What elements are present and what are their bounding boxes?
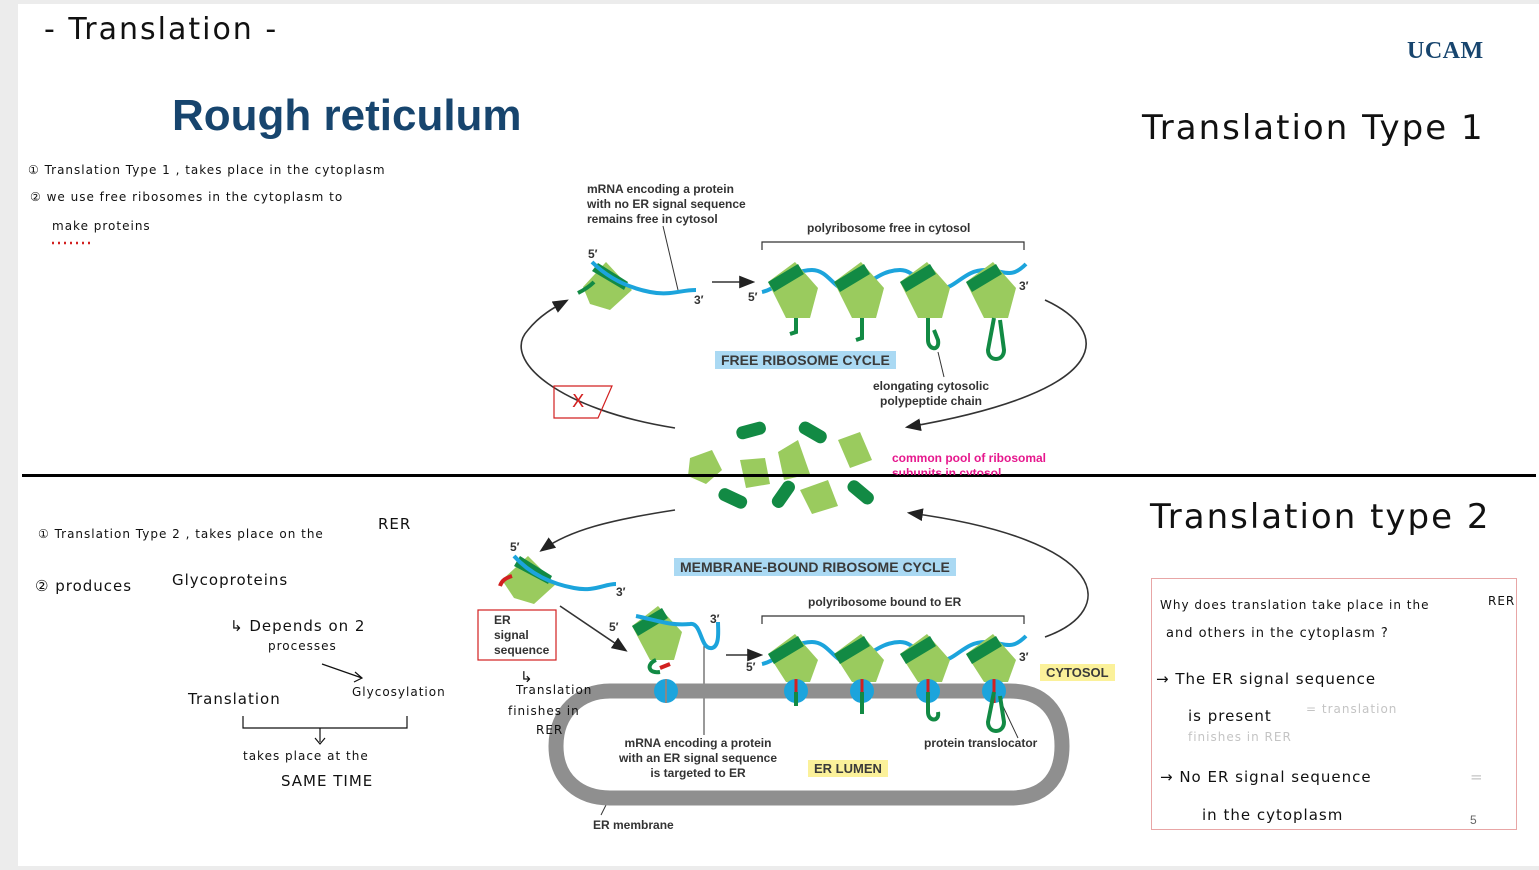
- note-box-question-2: and others in the cytoplasm ?: [1166, 626, 1389, 641]
- cycle-arrow-right-top: [904, 299, 1087, 432]
- brand-logo: UCAM: [1407, 38, 1484, 64]
- red-cross-mark: X: [572, 391, 586, 412]
- page-title: Rough reticulum: [172, 91, 522, 140]
- label-elongating-2: polypeptide chain: [879, 394, 982, 408]
- er-signal-box: [477, 609, 557, 661]
- free-ribosome-cycle-tag: FREE RIBOSOME CYCLE: [715, 351, 896, 369]
- cycle-arrow-left-top: [520, 299, 676, 429]
- label-er-membrane: ER membrane: [593, 818, 674, 832]
- bracket-same-time: [242, 716, 408, 729]
- label-3prime-e: 3′: [1019, 650, 1029, 664]
- note-box-answer-4: → No ER signal sequence: [1160, 768, 1372, 786]
- note-box-answer-2: is present: [1188, 707, 1272, 725]
- note-er-finishes: finishes in: [508, 704, 580, 718]
- note-box-answer-3-faint: finishes in RER: [1188, 730, 1292, 744]
- note-top-2: ② we use free ribosomes in the cytoplasm…: [30, 190, 344, 204]
- arrow-to-er-ribosome: [559, 605, 628, 652]
- label-5prime-a: 5′: [588, 247, 598, 261]
- handwritten-title: - Translation -: [44, 12, 279, 47]
- red-cross-box: [553, 385, 613, 419]
- label-elongating-1: elongating cytosolic: [872, 379, 989, 393]
- label-polyribosome-free: polyribosome free in cytosol: [807, 221, 971, 235]
- label-5prime-b: 5′: [748, 290, 758, 304]
- cycle-arrow-right-bottom: [906, 508, 1089, 638]
- label-er-signal-1: ER: [494, 613, 511, 627]
- note-bottom-2: ② produces: [35, 577, 133, 595]
- ribosome-with-signal: [498, 554, 617, 604]
- label-polyribosome-bound: polyribosome bound to ER: [808, 595, 962, 609]
- label-mrna-er-1: mRNA encoding a protein: [624, 736, 772, 750]
- arrow-to-glycosylation: [321, 663, 364, 683]
- note-box-answer-2-faint: = translation: [1306, 702, 1398, 716]
- label-er-signal-2: signal: [494, 628, 529, 642]
- note-box-question-rer: RER: [1488, 594, 1516, 608]
- pointer-elongating: [937, 351, 945, 378]
- label-3prime-c: 3′: [616, 585, 626, 599]
- page-number: 5: [1470, 813, 1477, 827]
- note-translation: Translation: [188, 690, 281, 708]
- type2-title: Translation type 2: [1150, 497, 1491, 537]
- ribosome-docking: [632, 606, 721, 703]
- note-glycoproteins: Glycoproteins: [172, 571, 289, 589]
- label-protein-translocator: protein translocator: [924, 736, 1038, 750]
- label-3prime-a: 3′: [694, 293, 704, 307]
- label-mrna-er-2: with an ER signal sequence: [618, 751, 778, 765]
- label-mrna-free-2: with no ER signal sequence: [587, 197, 746, 211]
- note-glycosylation: Glycosylation: [352, 685, 446, 699]
- ribosome-subunit-pool: [688, 421, 874, 514]
- label-mrna-er-3: is targeted to ER: [650, 766, 746, 780]
- note-er-arrow: ↳: [520, 668, 534, 686]
- note-processes: processes: [268, 639, 337, 653]
- note-top-3: make proteins: [52, 219, 151, 233]
- note-er-rer: RER: [536, 723, 564, 737]
- label-common-pool-1: common pool of ribosomal: [892, 451, 1047, 465]
- label-3prime-d: 3′: [710, 612, 720, 626]
- free-ribosome-single: [577, 260, 697, 310]
- label-er-signal-3: sequence: [494, 643, 550, 657]
- note-box-answer-1: → The ER signal sequence: [1156, 670, 1377, 688]
- label-3prime-b: 3′: [1019, 279, 1029, 293]
- membrane-bound-cycle-tag: MEMBRANE-BOUND RIBOSOME CYCLE: [674, 558, 956, 576]
- arrow-same-time: [314, 737, 326, 745]
- label-mrna-free-3: remains free in cytosol: [587, 212, 718, 226]
- bound-polyribosome: [761, 634, 1028, 733]
- label-5prime-e: 5′: [746, 660, 756, 674]
- label-5prime-d: 5′: [609, 620, 619, 634]
- type1-title: Translation Type 1: [1142, 108, 1485, 148]
- bracket-free: [761, 241, 1025, 250]
- note-takes-place: takes place at the: [243, 749, 369, 763]
- cytosol-tag: CYTOSOL: [1040, 664, 1115, 681]
- note-same-time: SAME TIME: [281, 772, 374, 790]
- free-polyribosome: [761, 262, 1028, 361]
- note-bottom-1-rer: RER: [378, 515, 412, 533]
- bracket-bound: [761, 615, 1025, 624]
- note-box-question-1: Why does translation take place in the: [1160, 598, 1430, 612]
- label-mrna-free-1: mRNA encoding a protein: [587, 182, 734, 196]
- er-membrane: [548, 683, 1070, 806]
- pointer-mrna-free: [662, 225, 679, 291]
- label-common-pool-2: subunits in cytosol: [892, 466, 1002, 475]
- cycle-arrow-left-bottom: [539, 509, 676, 552]
- question-note-box: [1151, 578, 1517, 830]
- section-divider: [22, 474, 1536, 477]
- note-depends: ↳ Depends on 2: [230, 617, 366, 635]
- note-er-translation: Translation: [516, 683, 593, 697]
- note-box-answer-5: in the cytoplasm: [1202, 806, 1344, 824]
- label-5prime-c: 5′: [510, 540, 520, 554]
- er-lumen-tag: ER LUMEN: [808, 760, 888, 777]
- note-bottom-1: ① Translation Type 2 , takes place on th…: [38, 527, 324, 541]
- note-top-1: ① Translation Type 1 , takes place in th…: [28, 163, 386, 177]
- note-box-answer-4-equals: =: [1470, 768, 1484, 786]
